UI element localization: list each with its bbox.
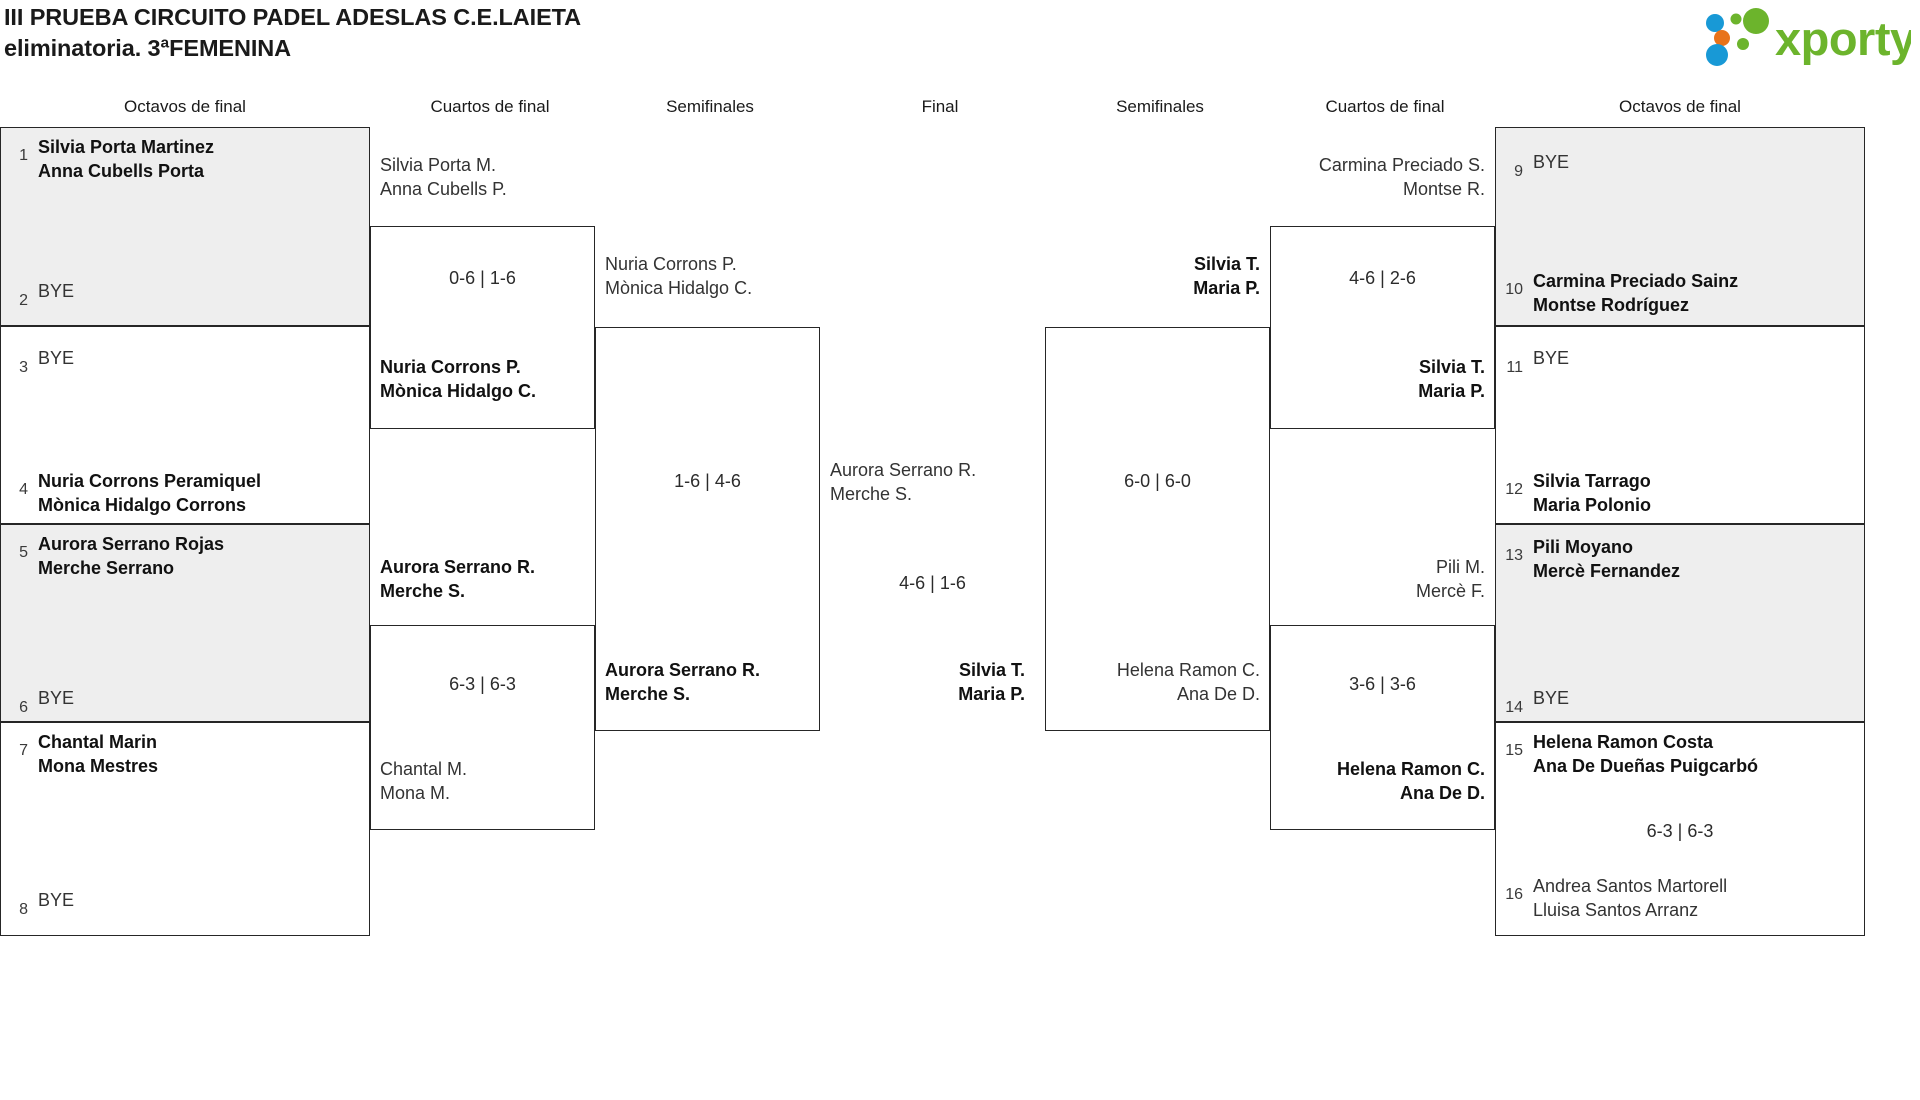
right-sf-top-team: Silvia T. Maria P.	[1193, 254, 1260, 298]
right-qf-1-score: 4-6 | 2-6	[1349, 268, 1416, 288]
seed-number: 7	[19, 742, 28, 759]
seed-number: 4	[19, 481, 28, 498]
seed-number: 14	[1505, 699, 1523, 716]
seed-names: BYE	[38, 688, 75, 708]
seed-number: 12	[1505, 481, 1523, 498]
seed-names: Chantal Marin Mona Mestres	[38, 732, 159, 776]
seed-names: BYE	[1533, 688, 1570, 708]
title-line-1: III PRUEBA CIRCUITO PADEL ADESLAS C.E.LA…	[4, 4, 582, 30]
left-sf-top-team: Nuria Corrons P. Mònica Hidalgo C.	[605, 254, 753, 298]
left-qf-box-1[interactable]	[370, 226, 595, 429]
round-header-right-r16: Octavos de final	[1619, 97, 1741, 116]
round-header-left-sf: Semifinales	[666, 97, 754, 116]
right-qf-box-1[interactable]	[1270, 226, 1495, 429]
right-r16-block-1[interactable]	[1495, 127, 1865, 326]
round-header-right-sf: Semifinales	[1116, 97, 1204, 116]
title-line-2: eliminatoria. 3ªFEMENINA	[4, 35, 292, 61]
seed-names: BYE	[1533, 152, 1570, 172]
seed-names: Silvia Tarrago Maria Polonio	[1533, 471, 1652, 515]
seed-number: 8	[19, 901, 28, 918]
seed-entry-11[interactable]: 11 BYE	[1497, 348, 1857, 377]
xporty-logo: xporty	[1703, 6, 1911, 66]
left-r16-block-4[interactable]	[0, 722, 370, 936]
seed-entry-9[interactable]: 9 BYE	[1497, 152, 1857, 181]
right-qf-2-score: 3-6 | 3-6	[1349, 674, 1416, 694]
seed-number: 2	[19, 292, 28, 309]
seed-number: 3	[19, 359, 28, 376]
seed-entry-7[interactable]: 7 Chantal Marin Mona Mestres	[2, 731, 362, 778]
seed-names: Nuria Corrons Peramiquel Mònica Hidalgo …	[38, 471, 262, 515]
seed-number: 15	[1505, 742, 1523, 759]
page-title: III PRUEBA CIRCUITO PADEL ADESLAS C.E.LA…	[4, 2, 581, 64]
left-sf-bottom-team: Aurora Serrano R. Merche S.	[605, 660, 761, 704]
seed-number: 1	[19, 147, 28, 164]
left-qf-2-top-team: Aurora Serrano R. Merche S.	[380, 557, 536, 601]
left-qf-1-score: 0-6 | 1-6	[449, 268, 516, 288]
left-qf-1-top-team: Silvia Porta M. Anna Cubells P.	[380, 155, 507, 199]
round-header-left-qf: Cuartos de final	[430, 97, 550, 116]
seed-number: 16	[1505, 886, 1523, 903]
right-r16-4-score: 6-3 | 6-3	[1646, 821, 1714, 841]
right-r16-block-4[interactable]	[1495, 722, 1865, 936]
seed-entry-10[interactable]: 10 Carmina Preciado Sainz Montse Rodrígu…	[1497, 270, 1857, 317]
seed-names: BYE	[1533, 348, 1570, 368]
left-sf-score: 1-6 | 4-6	[674, 471, 741, 491]
right-qf-1-top-team: Carmina Preciado S. Montse R.	[1318, 155, 1485, 199]
right-sf-box[interactable]	[1045, 327, 1270, 731]
page-header: III PRUEBA CIRCUITO PADEL ADESLAS C.E.LA…	[0, 0, 1920, 95]
seed-entry-3[interactable]: 3 BYE	[2, 348, 362, 377]
seed-number: 11	[1506, 359, 1523, 376]
seed-names: BYE	[38, 890, 75, 910]
seed-names: BYE	[38, 281, 75, 301]
seed-names: Silvia Porta Martinez Anna Cubells Porta	[38, 137, 215, 181]
seed-number: 10	[1505, 281, 1523, 298]
round-header-left-r16: Octavos de final	[124, 97, 246, 116]
seed-number: 13	[1505, 547, 1523, 564]
seed-entry-14[interactable]: 14 BYE	[1497, 688, 1857, 717]
right-qf-2-bottom-team: Helena Ramon C. Ana De D.	[1336, 759, 1485, 803]
left-qf-1-bottom-team: Nuria Corrons P. Mònica Hidalgo C.	[380, 357, 537, 401]
seed-names: Pili Moyano Mercè Fernandez	[1533, 537, 1681, 581]
left-r16-block-1[interactable]	[0, 127, 370, 326]
right-qf-box-2[interactable]	[1270, 625, 1495, 830]
round-header-right-qf: Cuartos de final	[1325, 97, 1445, 116]
left-qf-2-score: 6-3 | 6-3	[449, 674, 516, 694]
seed-names: Aurora Serrano Rojas Merche Serrano	[38, 534, 225, 578]
seed-entry-16[interactable]: 16 Andrea Santos Martorell Lluisa Santos…	[1497, 875, 1857, 922]
seed-entry-12[interactable]: 12 Silvia Tarrago Maria Polonio	[1497, 470, 1857, 517]
seed-number: 9	[1514, 163, 1523, 180]
final-top-team: Aurora Serrano R. Merche S.	[830, 460, 977, 504]
seed-number: 5	[19, 544, 28, 561]
seed-names: BYE	[38, 348, 75, 368]
svg-text:xporty: xporty	[1775, 12, 1911, 65]
right-qf-1-bottom-team: Silvia T. Maria P.	[1418, 357, 1485, 401]
right-sf-bottom-team: Helena Ramon C. Ana De D.	[1116, 660, 1260, 704]
left-qf-2-bottom-team: Chantal M. Mona M.	[380, 759, 468, 803]
seed-entry-4[interactable]: 4 Nuria Corrons Peramiquel Mònica Hidalg…	[2, 470, 362, 517]
seed-entry-1[interactable]: 1 Silvia Porta Martinez Anna Cubells Por…	[2, 136, 362, 183]
right-r16-block-2[interactable]	[1495, 326, 1865, 524]
right-sf-score: 6-0 | 6-0	[1124, 471, 1191, 491]
seed-entry-13[interactable]: 13 Pili Moyano Mercè Fernandez	[1497, 536, 1857, 583]
left-sf-box[interactable]	[595, 327, 820, 731]
seed-entry-15[interactable]: 15 Helena Ramon Costa Ana De Dueñas Puig…	[1497, 731, 1857, 778]
seed-number: 6	[19, 699, 28, 716]
seed-names: Andrea Santos Martorell Lluisa Santos Ar…	[1533, 876, 1728, 920]
round-header-final: Final	[921, 97, 959, 116]
seed-entry-8[interactable]: 8 BYE	[2, 890, 362, 919]
final-score: 4-6 | 1-6	[899, 573, 966, 593]
seed-names: Carmina Preciado Sainz Montse Rodríguez	[1533, 271, 1739, 315]
left-r16-block-2[interactable]	[0, 326, 370, 524]
final-bottom-team: Silvia T. Maria P.	[958, 660, 1025, 704]
right-qf-2-top-team: Pili M. Mercè F.	[1415, 557, 1485, 601]
left-r16-block-3[interactable]	[0, 524, 370, 722]
seed-entry-5[interactable]: 5 Aurora Serrano Rojas Merche Serrano	[2, 533, 362, 580]
right-r16-block-3[interactable]	[1495, 524, 1865, 722]
seed-entry-6[interactable]: 6 BYE	[2, 688, 362, 717]
seed-names: Helena Ramon Costa Ana De Dueñas Puigcar…	[1533, 732, 1759, 776]
left-qf-box-2[interactable]	[370, 625, 595, 830]
seed-entry-2[interactable]: 2 BYE	[2, 281, 362, 310]
